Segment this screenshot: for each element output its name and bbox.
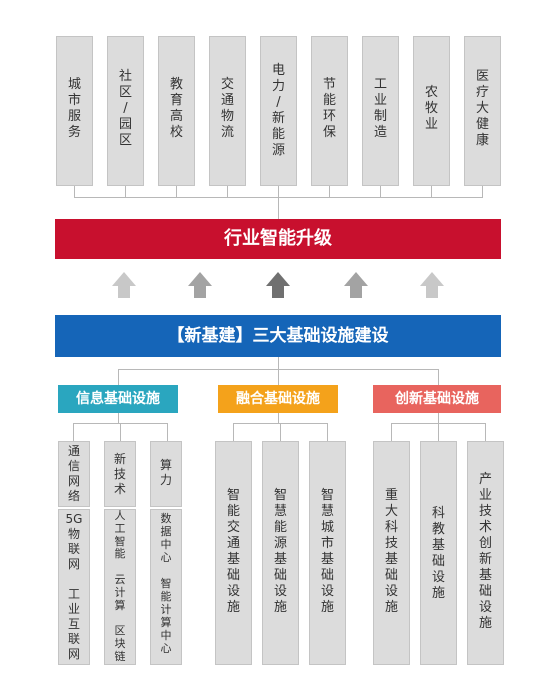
industry-box-education: 教 育 高 校 (158, 36, 195, 186)
industry-label: 教 育 高 校 (169, 77, 183, 140)
upgrade-band: 行业智能升级 (55, 219, 501, 259)
info-box-label: 新 技 术 (113, 452, 126, 496)
innovation-box-science: 重 大 科 技 基 础 设 施 (373, 441, 410, 665)
industry-box-energy-saving: 节 能 环 保 (311, 36, 348, 186)
innovation-box-label: 科 教 基 础 设 施 (431, 506, 445, 601)
category-tag-information: 信息基础设施 (58, 385, 178, 413)
industry-label: 城 市 服 务 (67, 77, 81, 140)
new-infrastructure-band: 【新基建】三大基础设施建设 (55, 315, 501, 357)
fusion-box-label: 智 慧 城 市 基 础 设 施 (320, 488, 334, 615)
category-tag-label: 信息基础设施 (76, 391, 160, 407)
new-infrastructure-band-label: 【新基建】三大基础设施建设 (167, 326, 389, 346)
category-tag-fusion: 融合基础设施 (218, 385, 338, 413)
category-tag-innovation: 创新基础设施 (373, 385, 501, 413)
industry-label: 工 业 制 造 (373, 77, 387, 140)
info-box-compute-top: 算 力 (150, 441, 182, 507)
info-box-network-top: 通 信 网 络 (58, 441, 90, 507)
info-box-tech-top: 新 技 术 (104, 441, 136, 507)
industry-box-city-services: 城 市 服 务 (56, 36, 93, 186)
industry-label: 节 能 环 保 (322, 77, 336, 140)
innovation-box-label: 产 业 技 术 创 新 基 础 设 施 (478, 472, 492, 631)
industry-label: 交 通 物 流 (220, 77, 234, 140)
info-box-label: 通 信 网 络 (67, 444, 80, 503)
innovation-box-education: 科 教 基 础 设 施 (420, 441, 457, 665)
innovation-box-label: 重 大 科 技 基 础 设 施 (384, 488, 398, 615)
fusion-box-label: 智 慧 能 源 基 础 设 施 (273, 488, 287, 615)
industry-label: 医 疗 大 健 康 (475, 69, 489, 148)
industry-box-manufacturing: 工 业 制 造 (362, 36, 399, 186)
info-box-compute-bottom: 数 据 中 心 智 能 计 算 中 心 (150, 509, 182, 665)
industry-box-power-energy: 电 力 / 新 能 源 (260, 36, 297, 186)
fusion-box-label: 智 能 交 通 基 础 设 施 (226, 488, 240, 615)
info-box-label: 算 力 (159, 458, 172, 487)
info-box-network-bottom: 5G 物 联 网 工 业 互 联 网 (58, 509, 90, 665)
industry-box-agriculture: 农 牧 业 (413, 36, 450, 186)
fusion-box-transport: 智 能 交 通 基 础 设 施 (215, 441, 252, 665)
fusion-box-energy: 智 慧 能 源 基 础 设 施 (262, 441, 299, 665)
info-box-label: 人 工 智 能 云 计 算 区 块 链 (114, 509, 126, 663)
info-box-label: 数 据 中 心 智 能 计 算 中 心 (160, 512, 172, 655)
industry-box-transport-logistics: 交 通 物 流 (209, 36, 246, 186)
category-tag-label: 创新基础设施 (395, 391, 479, 407)
industry-label: 电 力 / 新 能 源 (271, 63, 285, 158)
industry-box-healthcare: 医 疗 大 健 康 (464, 36, 501, 186)
info-box-tech-bottom: 人 工 智 能 云 计 算 区 块 链 (104, 509, 136, 665)
industry-label: 社 区 / 园 区 (118, 69, 132, 148)
innovation-box-industry: 产 业 技 术 创 新 基 础 设 施 (467, 441, 504, 665)
category-tag-label: 融合基础设施 (236, 391, 320, 407)
upgrade-band-label: 行业智能升级 (224, 228, 332, 249)
industry-box-community-park: 社 区 / 园 区 (107, 36, 144, 186)
fusion-box-city: 智 慧 城 市 基 础 设 施 (309, 441, 346, 665)
industry-label: 农 牧 业 (424, 85, 438, 132)
info-box-label: 5G 物 联 网 工 业 互 联 网 (65, 512, 83, 661)
